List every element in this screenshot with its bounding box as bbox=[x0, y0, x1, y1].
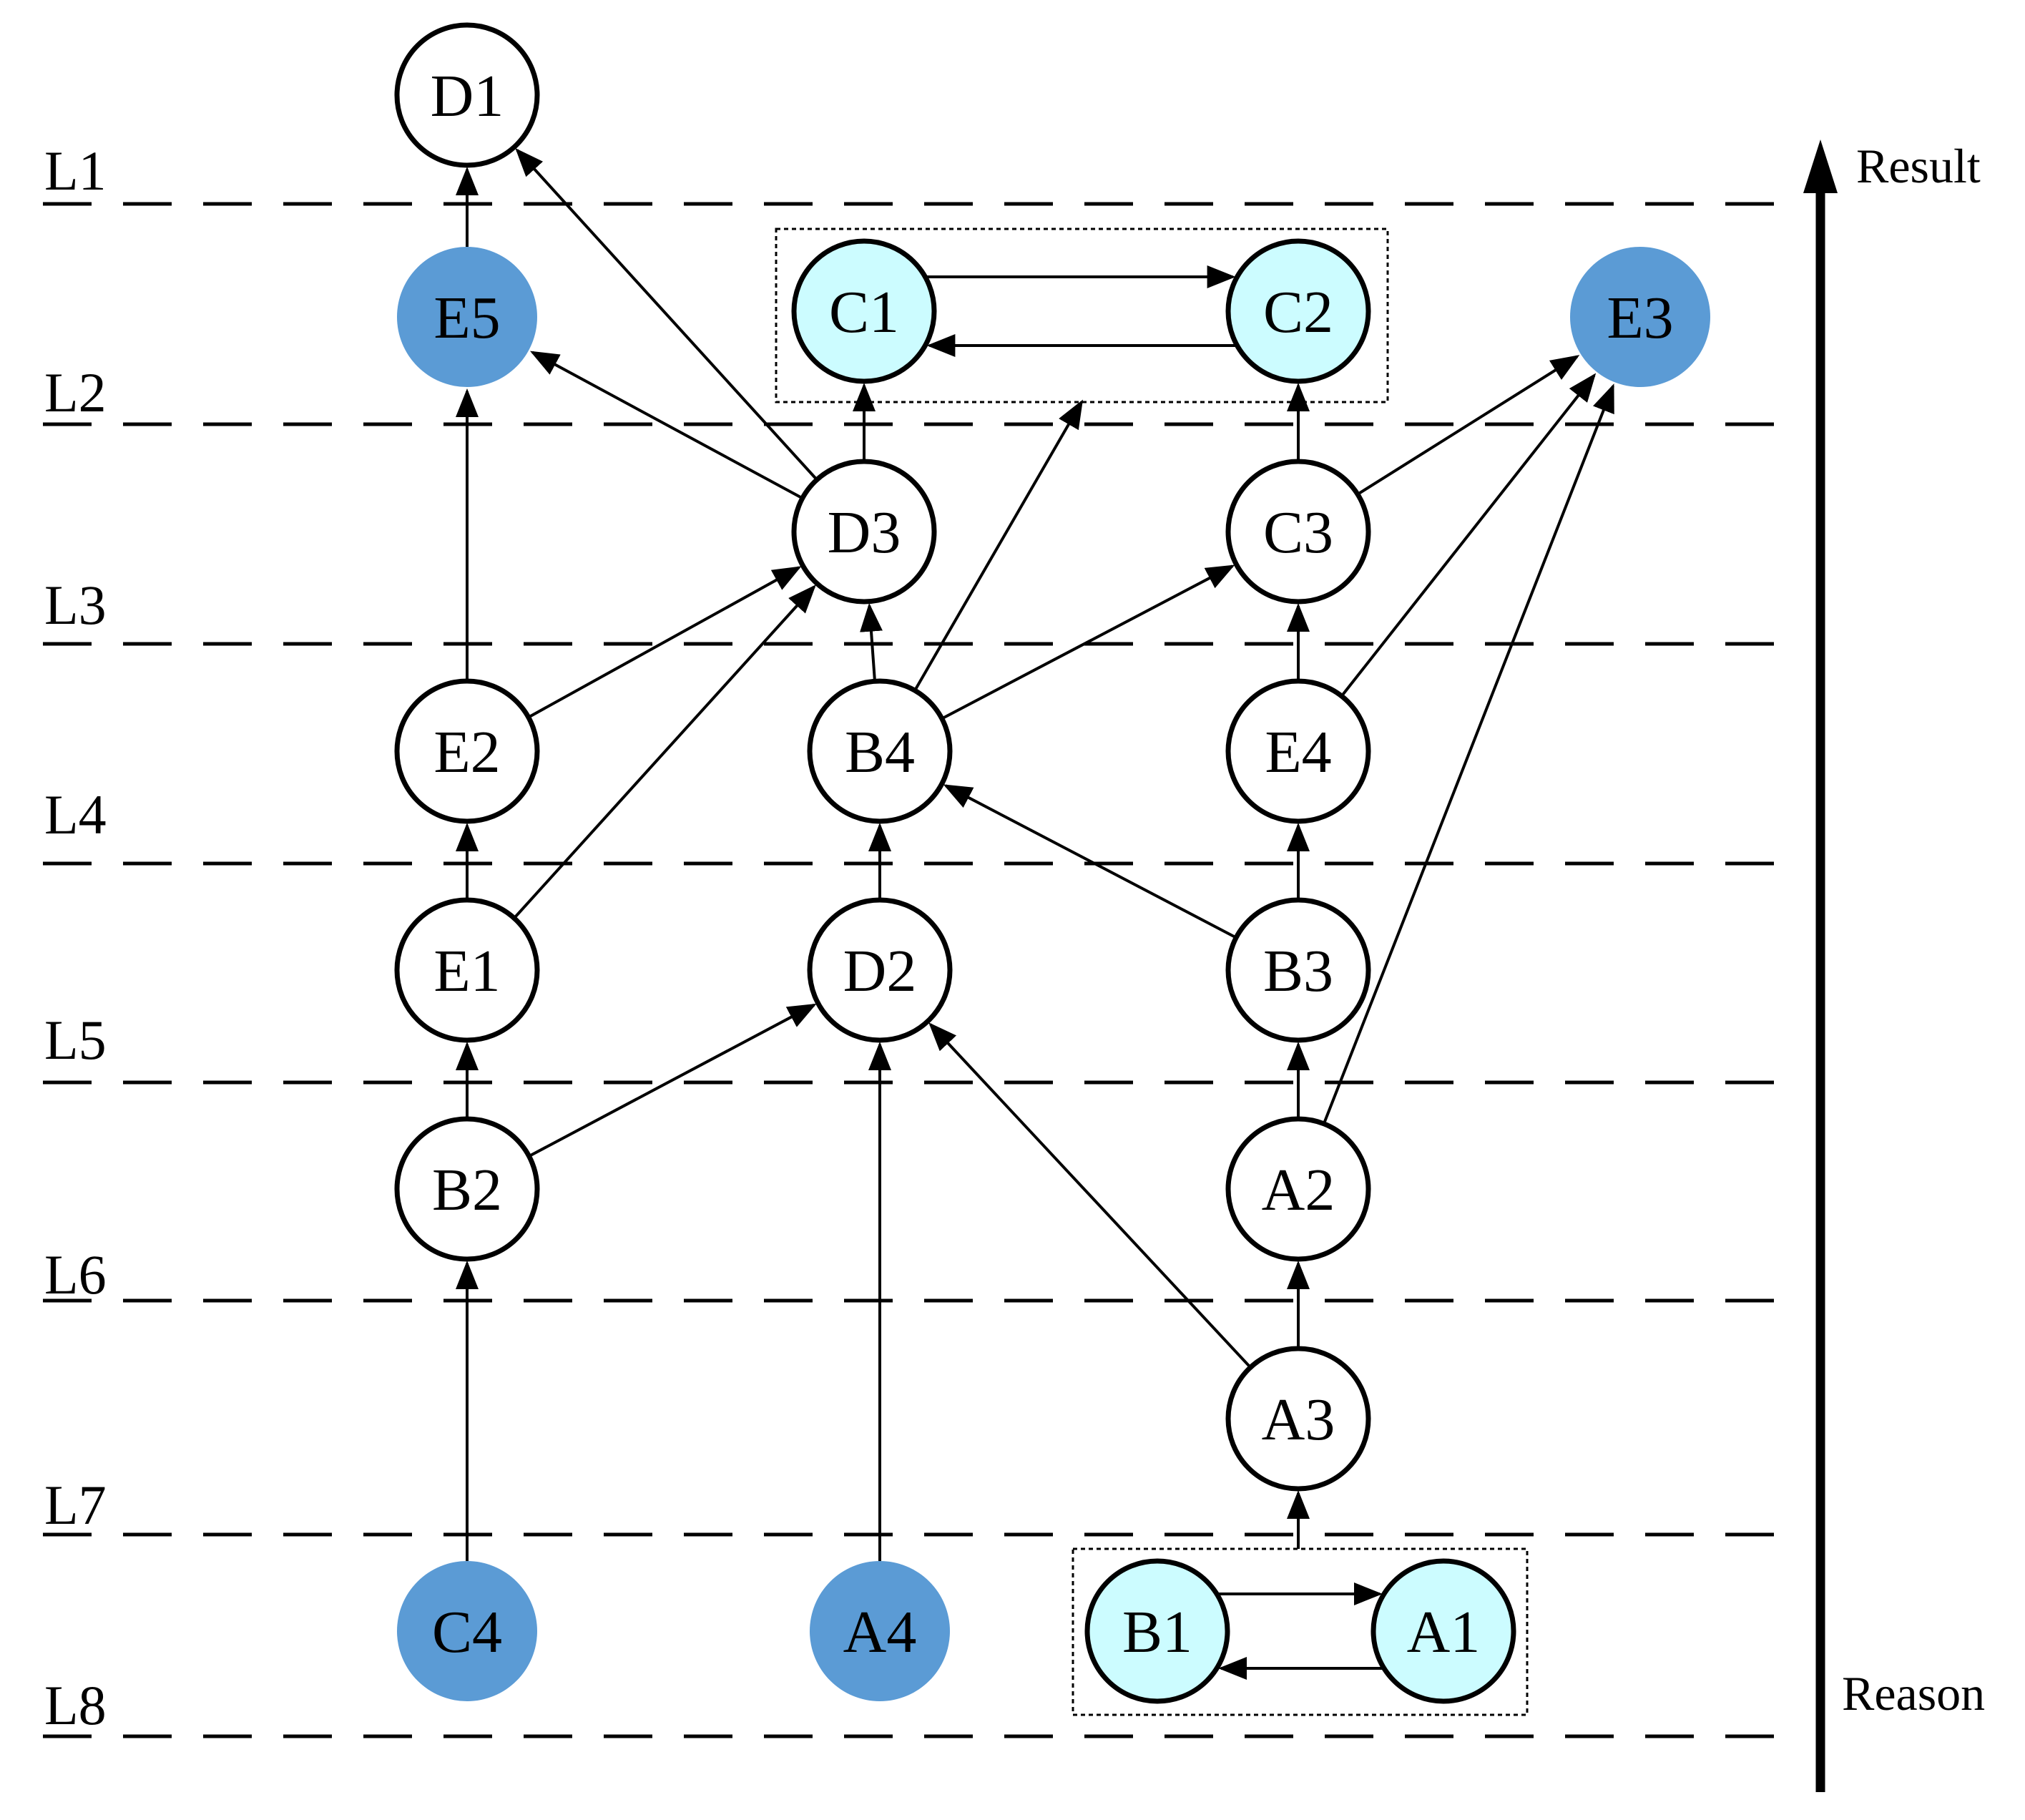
node-label-e2: E2 bbox=[433, 719, 500, 786]
node-e3: E3 bbox=[1570, 247, 1710, 387]
node-label-e4: E4 bbox=[1265, 719, 1331, 786]
node-circle-c4 bbox=[397, 1561, 537, 1701]
node-circle-a4 bbox=[810, 1561, 950, 1701]
node-e5: E5 bbox=[397, 247, 537, 387]
result-reason-axis: Result Reason bbox=[1803, 139, 1985, 1792]
axis-bottom-label: Reason bbox=[1842, 1666, 1985, 1721]
node-c4: C4 bbox=[397, 1561, 537, 1701]
node-b4: B4 bbox=[807, 678, 953, 824]
edge-b4-to-d3 bbox=[860, 602, 883, 682]
node-d1: D1 bbox=[394, 22, 540, 168]
edge-a2-to-e3 bbox=[1322, 383, 1614, 1125]
cycle-box-b1-a1 bbox=[1072, 1547, 1529, 1716]
node-circle-e3 bbox=[1570, 247, 1710, 387]
node-label-a2: A2 bbox=[1262, 1157, 1335, 1223]
node-d3: D3 bbox=[791, 459, 937, 605]
edge-a3-to-d2 bbox=[928, 1022, 1252, 1369]
node-label-c1: C1 bbox=[829, 279, 899, 346]
node-a1: A1 bbox=[1371, 1558, 1516, 1704]
node-circle-d3 bbox=[791, 459, 937, 605]
node-label-b4: B4 bbox=[845, 719, 915, 786]
edge-e4-to-e3 bbox=[1340, 373, 1597, 698]
level-label-l4: L4 bbox=[44, 783, 107, 846]
axis-top-label: Result bbox=[1856, 139, 1981, 193]
edge-b3-to-b4 bbox=[943, 784, 1237, 939]
node-circle-a3 bbox=[1225, 1346, 1371, 1492]
level-label-l2: L2 bbox=[44, 361, 107, 424]
node-circle-e1 bbox=[394, 897, 540, 1043]
node-circle-a2 bbox=[1225, 1116, 1371, 1262]
node-label-b3: B3 bbox=[1263, 938, 1333, 1004]
node-e2: E2 bbox=[394, 678, 540, 824]
cycle-boxes bbox=[775, 228, 1529, 1716]
node-circle-b4 bbox=[807, 678, 953, 824]
node-b1: B1 bbox=[1084, 1558, 1230, 1704]
edge-c3-to-e3 bbox=[1356, 355, 1580, 496]
node-circle-e4 bbox=[1225, 678, 1371, 824]
node-label-c2: C2 bbox=[1263, 279, 1333, 346]
edge-b4-to-c-cycle bbox=[913, 399, 1084, 692]
node-c2: C2 bbox=[1225, 238, 1371, 384]
edge-e1-to-d3 bbox=[513, 584, 816, 919]
edge-b4-to-c3 bbox=[941, 564, 1235, 720]
node-circle-c2 bbox=[1225, 238, 1371, 384]
node-circle-a1 bbox=[1371, 1558, 1516, 1704]
node-c1: C1 bbox=[791, 238, 937, 384]
node-circle-c3 bbox=[1225, 459, 1371, 605]
node-label-e5: E5 bbox=[433, 285, 500, 351]
node-circle-b2 bbox=[394, 1116, 540, 1262]
node-label-e3: E3 bbox=[1607, 285, 1673, 351]
level-label-l6: L6 bbox=[44, 1243, 107, 1306]
node-label-d3: D3 bbox=[828, 499, 901, 566]
node-circle-b1 bbox=[1084, 1558, 1230, 1704]
edges bbox=[456, 147, 1614, 1680]
node-label-b1: B1 bbox=[1122, 1599, 1192, 1665]
node-circle-c1 bbox=[791, 238, 937, 384]
node-e1: E1 bbox=[394, 897, 540, 1043]
node-label-a3: A3 bbox=[1262, 1386, 1335, 1453]
level-label-l1: L1 bbox=[44, 140, 107, 202]
node-circle-b3 bbox=[1225, 897, 1371, 1043]
node-a4: A4 bbox=[810, 1561, 950, 1701]
node-circle-e5 bbox=[397, 247, 537, 387]
node-b2: B2 bbox=[394, 1116, 540, 1262]
node-label-a1: A1 bbox=[1407, 1599, 1481, 1665]
level-label-l8: L8 bbox=[44, 1674, 107, 1736]
edge-e2-to-d3 bbox=[527, 566, 802, 719]
node-label-d1: D1 bbox=[431, 63, 504, 129]
level-label-l7: L7 bbox=[44, 1474, 107, 1536]
node-label-c4: C4 bbox=[432, 1599, 502, 1665]
node-label-b2: B2 bbox=[432, 1157, 502, 1223]
node-label-e1: E1 bbox=[433, 938, 500, 1004]
node-circle-d2 bbox=[807, 897, 953, 1043]
node-a3: A3 bbox=[1225, 1346, 1371, 1492]
axis-arrowhead bbox=[1803, 140, 1838, 193]
level-label-l5: L5 bbox=[44, 1009, 107, 1071]
node-circle-d1 bbox=[394, 22, 540, 168]
node-a2: A2 bbox=[1225, 1116, 1371, 1262]
node-c3: C3 bbox=[1225, 459, 1371, 605]
edge-b2-to-d2 bbox=[528, 1003, 817, 1158]
edge-d3-to-d1 bbox=[515, 147, 818, 481]
edge-d3-to-e5 bbox=[529, 351, 803, 500]
node-circle-e2 bbox=[394, 678, 540, 824]
node-e4: E4 bbox=[1225, 678, 1371, 824]
node-label-d2: D2 bbox=[843, 938, 917, 1004]
cycle-box-c1-c2 bbox=[775, 228, 1389, 403]
node-b3: B3 bbox=[1225, 897, 1371, 1043]
node-d2: D2 bbox=[807, 897, 953, 1043]
level-label-l3: L3 bbox=[44, 574, 107, 636]
node-label-c3: C3 bbox=[1263, 499, 1333, 566]
node-label-a4: A4 bbox=[843, 1599, 917, 1665]
